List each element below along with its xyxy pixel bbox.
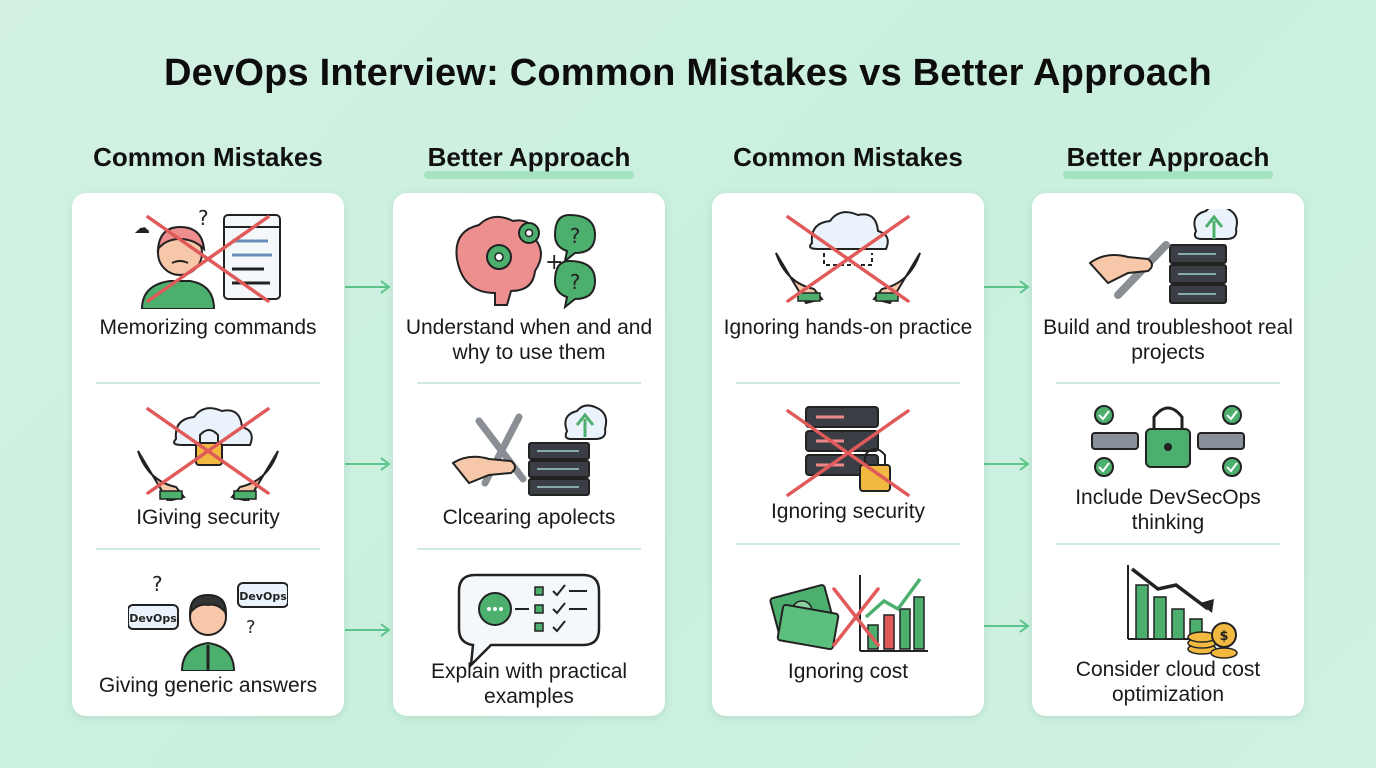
mistake-label: Giving generic answers [98,674,318,697]
approach-label: Include DevSecOps thinking [1075,486,1261,534]
better-approach-card-2: Build and troubleshoot real projects Inc… [1032,193,1304,716]
mistake-label: Ignoring security [770,500,926,523]
mistakes-card-1: ☁ ? Memorizing commands IGiving security [72,193,344,716]
svg-text:?: ? [570,224,581,248]
svg-text:?: ? [570,270,581,294]
column-heading-common-mistakes-1: Common Mistakes [93,142,323,172]
mistake-label: Ignoring hands-on practice [723,316,973,339]
better-approach-card-1: + ? ? Understand when and and why to use… [393,193,665,716]
divider [736,543,960,545]
divider [1056,543,1280,545]
crossed-hands-cloud-lock-icon [137,407,279,501]
wrench-hand-server-cloud-icon [451,404,608,496]
brain-gears-question-icon: + ? ? [455,213,597,309]
crossed-money-chart-icon [769,575,928,652]
right-arrow-icon [984,280,1030,294]
approach-label: Explain with practical examples [430,660,628,708]
approach-label: Consider cloud cost optimization [1075,658,1261,706]
svg-text:☁: ☁ [134,218,150,237]
approach-label: Clcearing apolects [442,506,616,529]
pipeline-lock-checks-icon [1091,405,1245,477]
divider [1056,382,1280,384]
mistakes-card-2: Ignoring hands-on practice Ignoring secu… [712,193,984,716]
column-heading-better-approach-2: Better Approach [1032,142,1304,179]
approach-label: Build and troubleshoot real projects [1043,316,1293,364]
divider [96,382,320,384]
svg-text:$: $ [1219,629,1228,644]
svg-text:DevOps: DevOps [129,612,177,625]
column-heading-common-mistakes-2: Common Mistakes [733,142,963,172]
svg-text:?: ? [246,617,256,638]
right-arrow-icon [345,623,391,637]
mistake-label: Memorizing commands [99,316,317,339]
approach-label: Understand when and and why to use them [405,316,653,364]
right-arrow-icon [345,280,391,294]
person-devops-speech-bubbles-icon: DevOps DevOps ? ? [128,572,288,671]
chat-checklist-icon [457,573,601,669]
crossed-server-lock-icon [786,406,910,497]
hand-wrench-server-cloud-icon [1088,209,1238,304]
svg-text:?: ? [152,572,163,596]
page-title: DevOps Interview: Common Mistakes vs Bet… [164,52,1212,94]
crossed-hands-cloud-icon [775,211,921,305]
right-arrow-icon [345,457,391,471]
declining-chart-coins-icon: $ [1127,565,1238,659]
svg-text:DevOps: DevOps [239,590,287,603]
divider [417,382,641,384]
right-arrow-icon [984,619,1030,633]
svg-text:?: ? [198,209,209,230]
divider [96,548,320,550]
mistake-label: IGiving security [136,506,280,529]
divider [417,548,641,550]
confused-person-crossed-terminal-icon: ☁ ? [134,209,281,309]
column-heading-better-approach-1: Better Approach [393,142,665,179]
right-arrow-icon [984,457,1030,471]
divider [736,382,960,384]
mistake-label: Ignoring cost [787,660,909,683]
